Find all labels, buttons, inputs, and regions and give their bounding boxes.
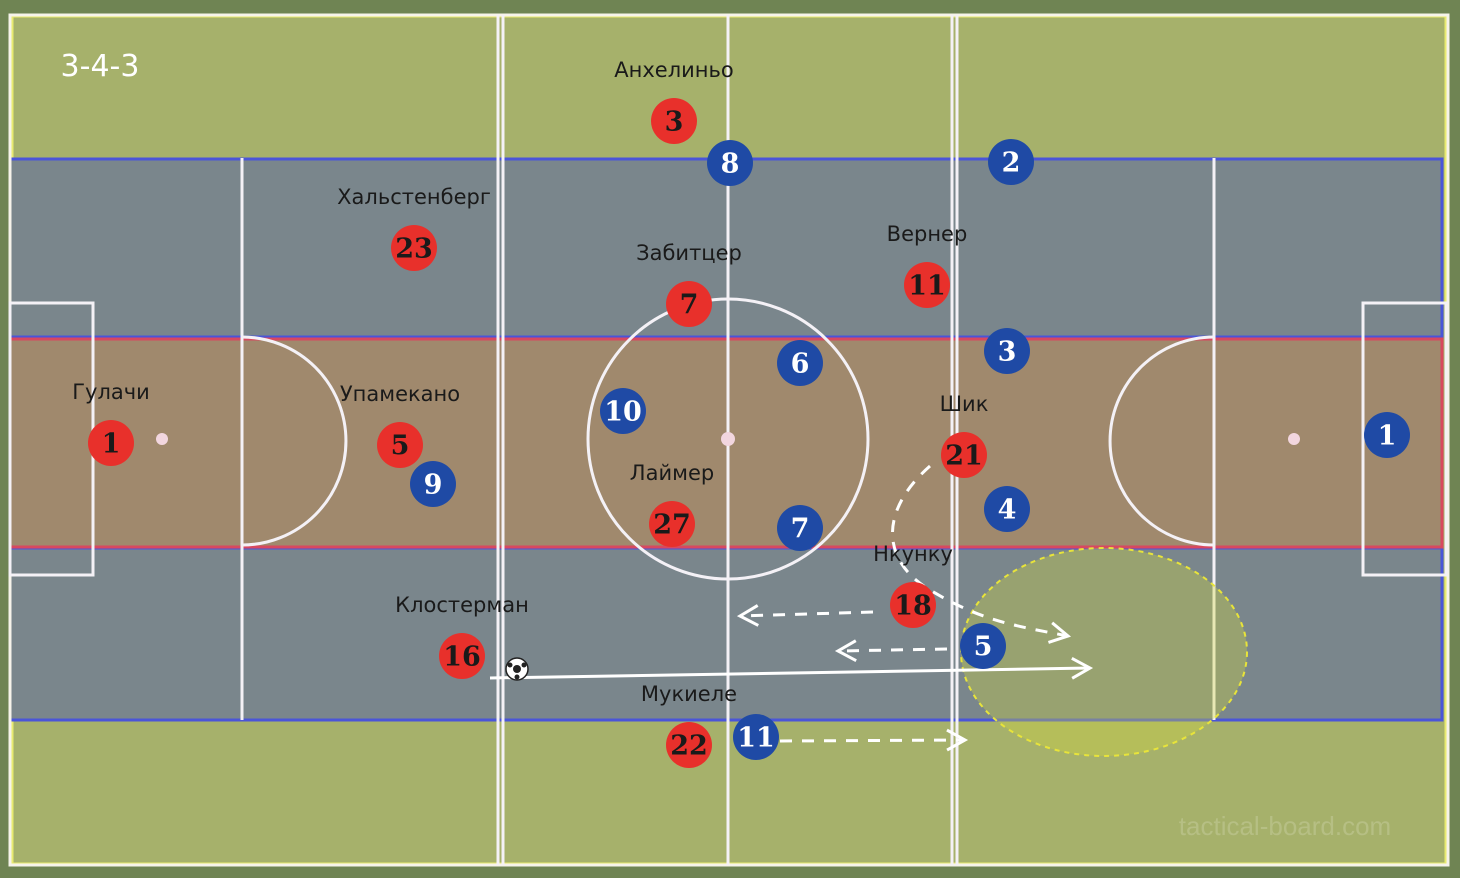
player-name: Шик	[940, 392, 989, 416]
player-number: 3	[665, 107, 684, 138]
player-name: Упамекано	[340, 382, 460, 406]
player-token[interactable]	[733, 714, 779, 760]
player-name: Забитцер	[636, 241, 742, 265]
player-token[interactable]	[984, 486, 1030, 532]
player-name: Клостерман	[395, 593, 529, 617]
red-player[interactable]: Анхелиньо 3	[614, 58, 734, 144]
player-token[interactable]	[984, 328, 1030, 374]
player-name: Гулачи	[72, 380, 150, 404]
watermark: tactical-board.com	[1179, 811, 1391, 841]
pass-arrow	[489, 656, 1094, 680]
blue-player[interactable]: 8	[707, 140, 753, 186]
blue-player[interactable]: 2	[988, 139, 1034, 185]
player-number: 11	[737, 723, 775, 754]
player-token[interactable]	[391, 225, 437, 271]
player-number: 3	[998, 337, 1017, 368]
player-token[interactable]	[410, 461, 456, 507]
player-number: 9	[424, 470, 443, 501]
run-arrow-5	[834, 639, 948, 662]
red-player[interactable]: Шик 21	[940, 392, 989, 478]
player-token[interactable]	[377, 422, 423, 468]
player-number: 27	[653, 510, 691, 541]
player-name: Лаймер	[630, 461, 714, 485]
run-arrow-18	[736, 604, 874, 627]
player-number: 5	[391, 431, 410, 462]
player-name: Мукиеле	[641, 682, 737, 706]
player-name: Вернер	[887, 222, 968, 246]
red-player[interactable]: Мукиеле 22	[641, 682, 737, 768]
player-name: Хальстенберг	[337, 185, 491, 209]
blue-player[interactable]: 9	[410, 461, 456, 507]
player-token[interactable]	[777, 505, 823, 551]
player-number: 4	[998, 495, 1017, 526]
player-number: 1	[102, 429, 121, 460]
halfspace-bottom-zone	[8, 546, 1444, 722]
ball-icon[interactable]	[505, 657, 529, 681]
player-token[interactable]	[666, 722, 712, 768]
player-number: 7	[680, 290, 699, 321]
player-number: 23	[395, 234, 433, 265]
blue-player[interactable]: 6	[777, 340, 823, 386]
player-number: 6	[791, 349, 810, 380]
red-player[interactable]: Гулачи 1	[72, 380, 150, 466]
run-arrow-21	[891, 464, 1072, 644]
player-number: 22	[670, 731, 708, 762]
formation-label: 3-4-3	[61, 49, 140, 84]
red-player[interactable]: Упамекано 5	[340, 382, 460, 468]
player-number: 21	[945, 441, 983, 472]
player-number: 11	[908, 271, 946, 302]
red-player[interactable]: Хальстенберг 23	[337, 185, 491, 271]
player-token[interactable]	[904, 262, 950, 308]
player-token[interactable]	[707, 140, 753, 186]
red-player[interactable]: Клостерман 16	[395, 593, 529, 679]
movement-arrows	[489, 464, 1094, 752]
player-token[interactable]	[941, 432, 987, 478]
player-number: 10	[604, 397, 642, 428]
red-player[interactable]: Нкунку 18	[873, 542, 953, 628]
player-number: 16	[443, 642, 481, 673]
blue-player[interactable]: 11	[733, 714, 779, 760]
player-token[interactable]	[651, 98, 697, 144]
player-token[interactable]	[1364, 412, 1410, 458]
player-token[interactable]	[88, 420, 134, 466]
player-token[interactable]	[890, 582, 936, 628]
player-number: 18	[894, 591, 932, 622]
player-number: 1	[1378, 421, 1397, 452]
red-player[interactable]: Забитцер 7	[636, 241, 742, 327]
blue-player[interactable]: 7	[777, 505, 823, 551]
blue-player[interactable]: 3	[984, 328, 1030, 374]
blue-player[interactable]: 4	[984, 486, 1030, 532]
player-token[interactable]	[649, 501, 695, 547]
player-number: 7	[791, 514, 810, 545]
player-name: Нкунку	[873, 542, 953, 566]
blue-player[interactable]: 5	[960, 623, 1006, 669]
player-token[interactable]	[960, 623, 1006, 669]
red-player[interactable]: Вернер 11	[887, 222, 968, 308]
blue-player[interactable]: 10	[600, 388, 646, 434]
player-name: Анхелиньо	[614, 58, 733, 82]
player-token[interactable]	[988, 139, 1034, 185]
player-number: 8	[721, 149, 740, 180]
player-token[interactable]	[777, 340, 823, 386]
player-number: 2	[1002, 148, 1021, 179]
run-arrow-11	[779, 728, 969, 752]
player-token[interactable]	[600, 388, 646, 434]
player-token[interactable]	[439, 633, 485, 679]
player-token[interactable]	[666, 281, 712, 327]
red-player[interactable]: Лаймер 27	[630, 461, 714, 547]
blue-player[interactable]: 1	[1364, 412, 1410, 458]
player-number: 5	[974, 632, 993, 663]
